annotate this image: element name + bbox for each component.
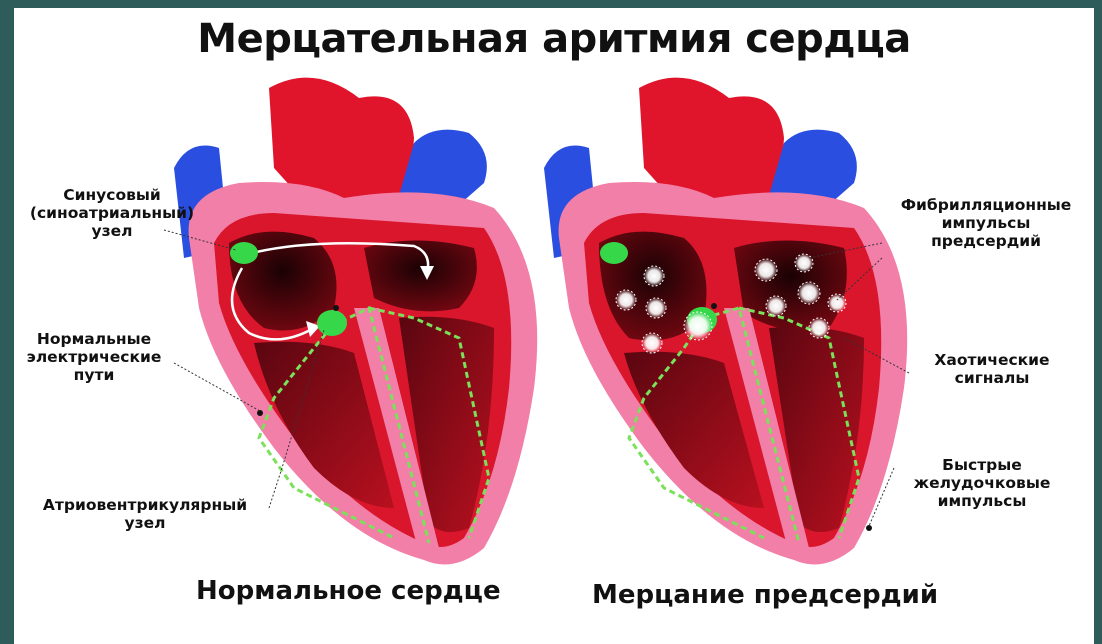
caption-atrial-fibrillation: Мерцание предсердий	[592, 580, 938, 610]
label-av-node: Атриовентрикулярный узел	[14, 496, 276, 532]
label-sinus-node: Синусовый (синоатриальный) узел	[22, 186, 202, 240]
hearts-illustration	[14, 8, 1094, 644]
label-normal-paths: Нормальные электрические пути	[14, 330, 174, 384]
sinus-node-left	[230, 242, 258, 264]
caption-normal-heart: Нормальное сердце	[196, 576, 501, 606]
fibrillating-heart	[544, 78, 907, 565]
normal-heart	[174, 78, 537, 565]
pointer-dot-left	[257, 410, 263, 416]
label-fibrillation-impulses: Фибрилляционные импульсы предсердий	[886, 196, 1086, 250]
pointer-dot-right	[866, 525, 872, 531]
sinus-node-right	[600, 242, 628, 264]
right-atrium-cavity	[364, 241, 477, 312]
label-fast-ventricular: Быстрые желудочковые импульсы	[892, 456, 1072, 510]
av-node-dot-left	[333, 305, 339, 311]
label-chaotic-signals: Хаотические сигналы	[912, 351, 1072, 387]
av-node-left	[317, 310, 347, 336]
av-node-dot-right	[711, 303, 717, 309]
diagram-panel: Мерцательная аритмия сердца	[14, 8, 1094, 644]
